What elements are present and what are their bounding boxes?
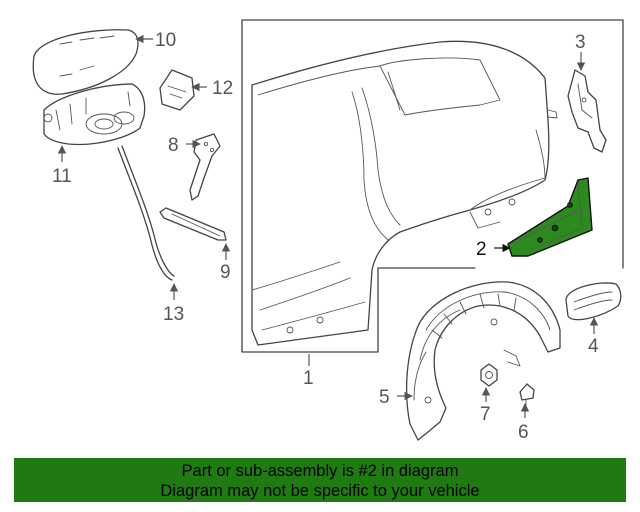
callout-13[interactable]: 13: [163, 304, 184, 325]
footer-line-disclaimer: Diagram may not be specific to your vehi…: [160, 482, 480, 500]
part-9-trim-strip[interactable]: [159, 207, 227, 241]
inset-frame: [241, 19, 624, 353]
leader-lines: [57, 34, 599, 418]
footer-banner: Part or sub-assembly is #2 in diagram Di…: [14, 458, 626, 502]
callout-12[interactable]: 12: [212, 78, 233, 99]
callout-11[interactable]: 11: [52, 166, 72, 187]
part-6-clip[interactable]: [519, 383, 535, 407]
part-2-reinforcement-bracket[interactable]: [507, 177, 593, 257]
part-4-vent-grille[interactable]: [565, 282, 622, 321]
callout-7[interactable]: 7: [480, 404, 491, 425]
part-11-filler-housing[interactable]: [43, 83, 146, 146]
footer-line-part: Part or sub-assembly is #2 in diagram: [181, 462, 459, 480]
part-3-bracket[interactable]: [567, 69, 607, 153]
part-12-actuator[interactable]: [159, 69, 195, 111]
parts-diagram: 10 12 8 3 2 4 5 6 7 1 11 9 13: [32, 19, 624, 443]
callout-9[interactable]: 9: [220, 262, 231, 283]
part-1-quarter-panel[interactable]: [251, 40, 558, 346]
callout-4[interactable]: 4: [588, 336, 599, 357]
part-13-drain-tube[interactable]: [117, 145, 175, 281]
callout-10[interactable]: 10: [155, 30, 176, 51]
part-7-nut[interactable]: [480, 363, 498, 387]
part-10-fuel-door[interactable]: [32, 29, 139, 95]
callout-2[interactable]: 2: [476, 239, 487, 260]
callout-3[interactable]: 3: [575, 32, 586, 53]
callout-6[interactable]: 6: [518, 422, 529, 443]
callout-5[interactable]: 5: [379, 387, 390, 408]
callouts: 10 12 8 3 2 4 5 6 7 1 11 9 13: [52, 30, 599, 443]
part-5-wheelhouse-liner[interactable]: [406, 281, 561, 441]
callout-1[interactable]: 1: [303, 368, 314, 389]
part-8-hinge[interactable]: [189, 133, 221, 201]
callout-8[interactable]: 8: [168, 135, 179, 156]
